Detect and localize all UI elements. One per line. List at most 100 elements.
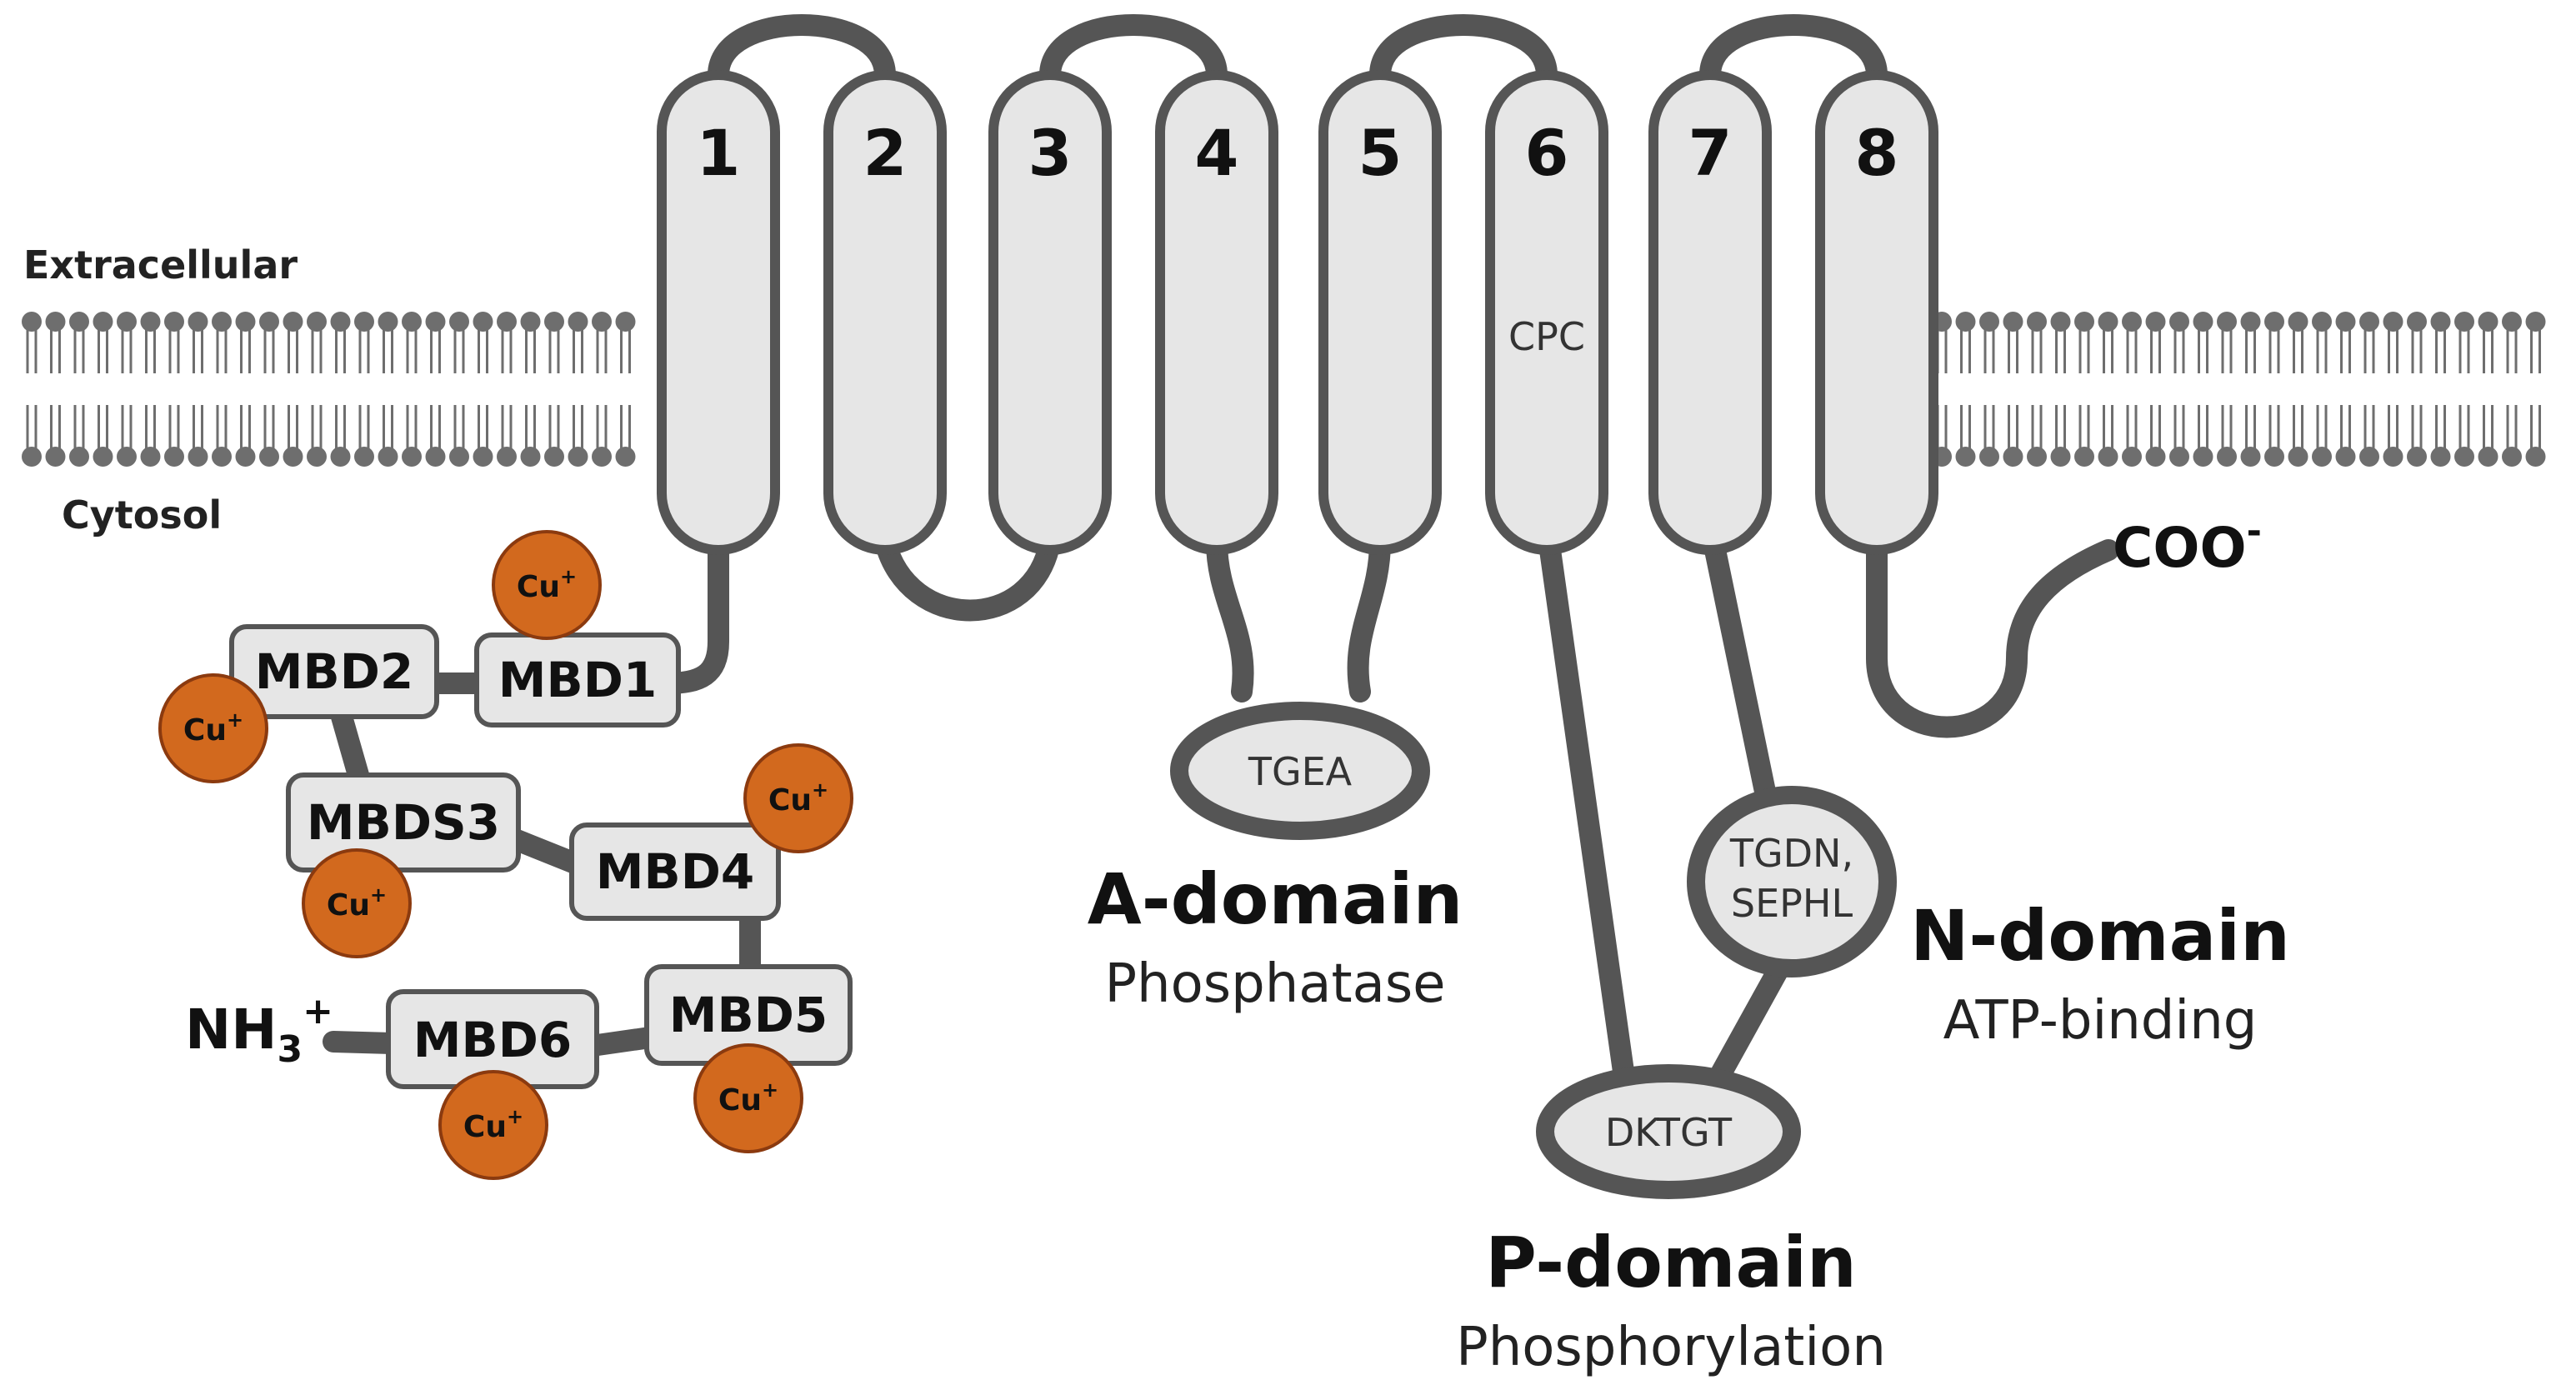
helix-1: 1 <box>657 70 780 555</box>
mbd-6: MBD6 <box>386 989 599 1089</box>
mbd-label: MBDS3 <box>307 794 500 851</box>
helix-number: 6 <box>1525 116 1569 190</box>
helix-number: 1 <box>697 116 741 190</box>
mbd-5: MBD5 <box>644 964 853 1066</box>
helix-8: 8 <box>1815 70 1938 555</box>
lipid-pair <box>2003 312 2023 467</box>
lipid-pair <box>2312 312 2332 467</box>
c-terminus-label: COO- <box>2113 510 2262 580</box>
helix-number: 5 <box>1358 116 1403 190</box>
lipid-pair <box>164 312 184 467</box>
a-domain-title: A-domain <box>1088 858 1463 940</box>
p-domain-subtitle: Phosphorylation <box>1456 1317 1886 1378</box>
a-loop-right <box>1347 531 1391 702</box>
c-tail <box>1866 531 2119 738</box>
lipid-pair <box>1979 312 1999 467</box>
lipid-pair <box>2217 312 2237 467</box>
mbd-label: MBD5 <box>669 987 828 1043</box>
loop-7-8 <box>1699 14 1888 86</box>
lipid-pair <box>330 312 351 467</box>
mbd-label: MBD1 <box>498 652 657 708</box>
cpc-motif: CPC <box>1508 314 1585 359</box>
lipid-bilayer <box>22 312 2546 467</box>
cu-ion-mbds3: Cu+ <box>302 848 412 958</box>
loop-3-4 <box>1039 14 1228 86</box>
helix-number: 2 <box>863 116 908 190</box>
p-link <box>1539 539 1636 1094</box>
lipid-pair <box>69 312 89 467</box>
loop-2-3 <box>874 531 1061 622</box>
lipid-pair <box>2193 312 2213 467</box>
lipid-pair <box>497 312 517 467</box>
cu-ion-mbd1: Cu+ <box>492 530 602 640</box>
lipid-pair <box>2335 312 2356 467</box>
svg-text:Cu+: Cu+ <box>183 708 243 748</box>
lipid-pair <box>117 312 137 467</box>
lipid-pair <box>22 312 42 467</box>
helix-number: 3 <box>1028 116 1073 190</box>
helix-2: 2 <box>823 70 947 555</box>
helix-number: 4 <box>1195 116 1239 190</box>
helix-4: 4 <box>1155 70 1278 555</box>
lipid-pair <box>2478 312 2498 467</box>
sephl-motif: SEPHL <box>1731 881 1853 926</box>
loop-1-2 <box>708 14 896 86</box>
lipid-pair <box>544 312 564 467</box>
mbd-2: MBD2 <box>229 624 439 719</box>
lipid-pair <box>283 312 303 467</box>
lipid-pair <box>402 312 422 467</box>
svg-text:Cu+: Cu+ <box>463 1105 523 1144</box>
mbd-label: MBD4 <box>596 843 754 900</box>
lipid-pair <box>592 312 612 467</box>
svg-text:Cu+: Cu+ <box>718 1078 778 1118</box>
helix-number: 8 <box>1855 116 1899 190</box>
n-p-link <box>1709 956 1791 1086</box>
tgdn-motif: TGDN, <box>1729 831 1853 876</box>
lipid-pair <box>449 312 469 467</box>
lipid-pair <box>2122 312 2142 467</box>
a-domain-node: TGEA <box>1170 702 1430 840</box>
mbd-s3: MBDS3 <box>286 772 521 872</box>
lipid-pair <box>2264 312 2284 467</box>
cytosol-label: Cytosol <box>62 492 222 538</box>
lipid-pair <box>2027 312 2047 467</box>
lipid-pair <box>2454 312 2474 467</box>
svg-text:Cu+: Cu+ <box>327 883 387 922</box>
helix-number: 7 <box>1688 116 1733 190</box>
lipid-pair <box>2288 312 2308 467</box>
lipid-pair <box>2145 312 2166 467</box>
lipid-pair <box>520 312 541 467</box>
p-domain-title: P-domain <box>1485 1222 1857 1303</box>
lipid-pair <box>235 312 256 467</box>
lipid-pair <box>188 312 208 467</box>
n-domain-node: TGDN, SEPHL <box>1687 786 1897 978</box>
mbd-label: MBD2 <box>255 643 413 700</box>
lipid-pair <box>307 312 327 467</box>
lipid-pair <box>212 312 232 467</box>
cu-ion-mbd6: Cu+ <box>438 1070 548 1180</box>
cu-ion-mbd4: Cu+ <box>743 743 853 853</box>
lipid-pair <box>2383 312 2403 467</box>
lipid-pair <box>2169 312 2189 467</box>
svg-text:Cu+: Cu+ <box>517 565 577 604</box>
lipid-pair <box>45 312 66 467</box>
helix-7: 7 <box>1648 70 1772 555</box>
lipid-pair <box>354 312 374 467</box>
mbd-label: MBD6 <box>413 1012 572 1068</box>
n-link-up <box>1704 539 1776 802</box>
lipid-pair <box>2502 312 2522 467</box>
a-loop-left <box>1206 531 1254 702</box>
mbd-4: MBD4 <box>569 822 781 921</box>
lipid-pair <box>568 312 588 467</box>
dktgt-motif: DKTGT <box>1605 1110 1733 1155</box>
protein-backbone <box>323 14 2119 1094</box>
mbd6-mbd5-link <box>581 1027 661 1057</box>
lipid-pair <box>2430 312 2451 467</box>
lipid-pair <box>615 312 636 467</box>
lipid-pair <box>2074 312 2094 467</box>
helix-6: 6 CPC <box>1485 70 1608 555</box>
lipid-pair <box>2240 312 2261 467</box>
helix-5: 5 <box>1318 70 1442 555</box>
n-domain-subtitle: ATP-binding <box>1943 990 2258 1052</box>
